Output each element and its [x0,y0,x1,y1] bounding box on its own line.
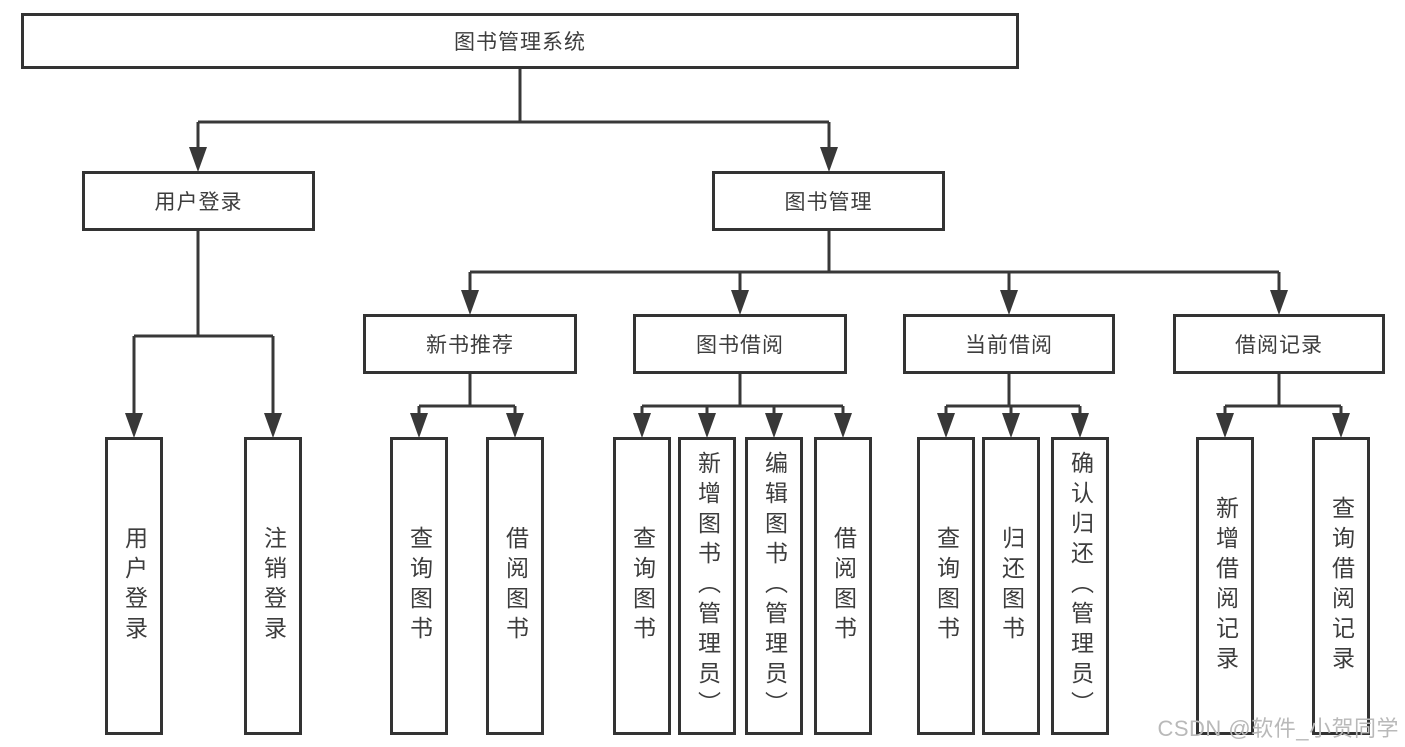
leaf-recommend-query-books-label: 查询图书 [406,526,433,646]
leaf-current-query-books-label: 查询图书 [933,526,960,646]
leaf-user-login-label: 用户登录 [121,526,148,646]
leaf-logout: 注销登录 [244,437,302,735]
node-new-book-recommend: 新书推荐 [363,314,577,374]
leaf-recommend-borrow-books-label: 借阅图书 [502,526,529,646]
node-borrow-records-label: 借阅记录 [1235,334,1323,357]
node-book-management: 图书管理 [712,171,945,231]
node-user-login-label: 用户登录 [154,191,243,214]
leaf-borrow-edit-books-admin-label: 编辑图书（管理员） [761,451,788,721]
leaf-borrow-add-books-admin: 新增图书（管理员） [678,437,736,735]
leaf-logout-label: 注销登录 [260,526,287,646]
node-root-system: 图书管理系统 [21,13,1019,69]
leaf-current-confirm-return-admin: 确认归还（管理员） [1051,437,1109,735]
node-book-borrow-label: 图书借阅 [696,334,784,357]
node-current-borrow: 当前借阅 [903,314,1115,374]
leaf-user-login: 用户登录 [105,437,163,735]
node-root-label: 图书管理系统 [454,31,586,54]
leaf-current-confirm-return-admin-label: 确认归还（管理员） [1067,451,1094,721]
leaf-current-return-books-label: 归还图书 [998,526,1025,646]
leaf-borrow-borrow-books-label: 借阅图书 [830,526,857,646]
leaf-records-query-record: 查询借阅记录 [1312,437,1370,735]
leaf-recommend-borrow-books: 借阅图书 [486,437,544,735]
node-book-borrow: 图书借阅 [633,314,847,374]
leaf-borrow-add-books-admin-label: 新增图书（管理员） [694,451,721,721]
leaf-records-add-record-label: 新增借阅记录 [1212,496,1239,676]
node-borrow-records: 借阅记录 [1173,314,1385,374]
leaf-borrow-query-books-label: 查询图书 [629,526,656,646]
leaf-borrow-borrow-books: 借阅图书 [814,437,872,735]
leaf-records-query-record-label: 查询借阅记录 [1328,496,1355,676]
node-current-borrow-label: 当前借阅 [965,334,1053,357]
leaf-records-add-record: 新增借阅记录 [1196,437,1254,735]
leaf-borrow-edit-books-admin: 编辑图书（管理员） [745,437,803,735]
leaf-current-return-books: 归还图书 [982,437,1040,735]
node-book-management-label: 图书管理 [784,191,873,214]
csdn-watermark: CSDN @软件_小贺同学 [1157,716,1399,741]
node-new-book-recommend-label: 新书推荐 [426,334,514,357]
leaf-recommend-query-books: 查询图书 [390,437,448,735]
node-user-login: 用户登录 [82,171,315,231]
leaf-current-query-books: 查询图书 [917,437,975,735]
leaf-borrow-query-books: 查询图书 [613,437,671,735]
